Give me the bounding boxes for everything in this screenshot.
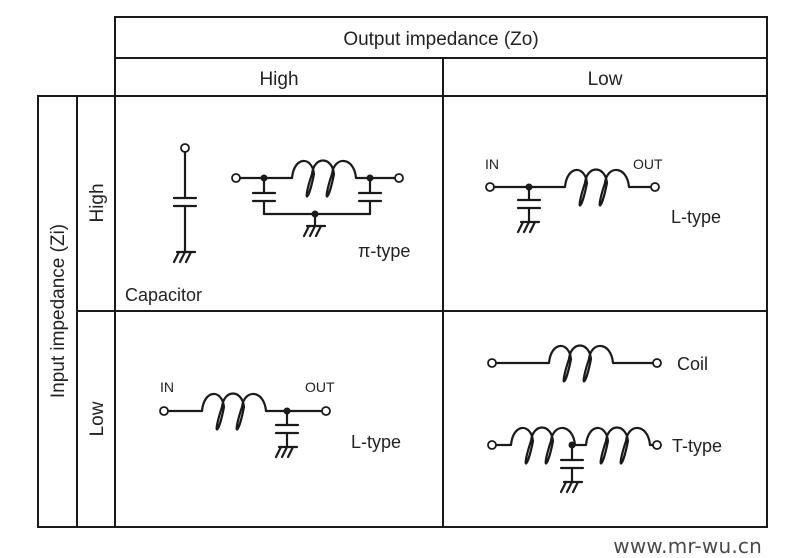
terminal-icon bbox=[487, 440, 497, 450]
out-label: OUT bbox=[633, 156, 663, 172]
in-label: IN bbox=[160, 379, 174, 395]
capacitor-icon bbox=[559, 458, 585, 470]
output-low-header: Low bbox=[588, 69, 623, 90]
coil-icon bbox=[584, 426, 652, 465]
coil-icon bbox=[290, 159, 358, 198]
l-type-label-high-low: L-type bbox=[671, 207, 721, 227]
terminal-icon bbox=[180, 143, 190, 153]
capacitor-icon bbox=[357, 191, 383, 203]
coil-label: Coil bbox=[677, 354, 708, 374]
terminal-icon bbox=[485, 182, 495, 192]
table-grid bbox=[37, 16, 768, 528]
ground-icon bbox=[172, 250, 197, 264]
input-low-header: Low bbox=[87, 401, 108, 436]
capacitor-icon bbox=[274, 423, 300, 435]
capacitor-icon bbox=[251, 191, 277, 203]
output-impedance-header: Output impedance (Zo) bbox=[343, 29, 538, 50]
out-label: OUT bbox=[305, 379, 335, 395]
terminal-icon bbox=[231, 173, 241, 183]
terminal-icon bbox=[650, 182, 660, 192]
coil-icon bbox=[547, 344, 615, 383]
l-type-circuit-high-low: IN OUT bbox=[485, 156, 663, 234]
watermark: www.mr-wu.cn bbox=[613, 534, 762, 558]
t-type-circuit bbox=[487, 426, 662, 494]
output-high-header: High bbox=[259, 69, 298, 90]
capacitor-icon bbox=[516, 198, 542, 210]
coil-icon bbox=[200, 392, 268, 431]
ground-icon bbox=[302, 224, 327, 238]
terminal-icon bbox=[159, 406, 169, 416]
ground-icon bbox=[559, 480, 584, 494]
input-high-header: High bbox=[87, 183, 108, 222]
capacitor-label: Capacitor bbox=[125, 285, 202, 305]
terminal-icon bbox=[487, 358, 497, 368]
coil-icon bbox=[563, 168, 631, 207]
l-type-label-low-high: L-type bbox=[351, 432, 401, 452]
terminal-icon bbox=[652, 440, 662, 450]
ground-icon bbox=[516, 220, 541, 234]
pi-type-circuit bbox=[231, 159, 404, 238]
pi-type-label: π-type bbox=[358, 241, 410, 261]
terminal-icon bbox=[321, 406, 331, 416]
in-label: IN bbox=[485, 156, 499, 172]
coil-circuit bbox=[487, 344, 662, 383]
l-type-circuit-low-high: IN OUT bbox=[159, 379, 335, 459]
ground-icon bbox=[274, 445, 299, 459]
capacitor-circuit bbox=[172, 143, 198, 264]
input-impedance-header: Input impedance (Zi) bbox=[48, 224, 69, 398]
t-type-label: T-type bbox=[672, 436, 722, 456]
terminal-icon bbox=[394, 173, 404, 183]
terminal-icon bbox=[652, 358, 662, 368]
coil-icon bbox=[509, 426, 577, 465]
capacitor-icon bbox=[172, 196, 198, 208]
